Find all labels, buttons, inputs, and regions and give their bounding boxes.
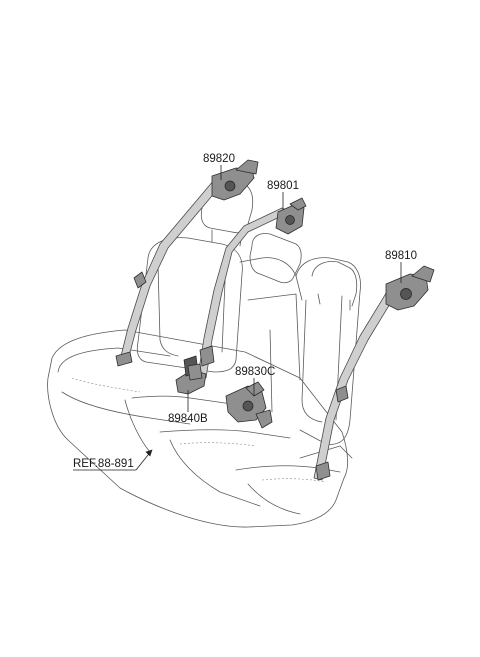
label-ref-88-891: REF.88-891 — [73, 458, 134, 470]
label-89810: 89810 — [385, 250, 417, 262]
buckle-89840b — [175, 355, 207, 395]
seat-belt-89810 — [313, 265, 435, 481]
part-labels: 89820 89801 89810 89830C 89840B REF.88-8… — [73, 153, 417, 470]
seat-cushion — [47, 329, 353, 528]
seat-belt-89820 — [115, 159, 259, 367]
ref-arrow-head — [145, 449, 153, 457]
label-89840b: 89840B — [168, 413, 208, 425]
label-89830c: 89830C — [235, 366, 275, 378]
buckle-89830c — [225, 381, 273, 429]
label-89820: 89820 — [203, 153, 235, 165]
label-89801: 89801 — [267, 180, 299, 192]
leader-lines — [73, 165, 402, 471]
seat-belt-89801 — [197, 197, 307, 379]
